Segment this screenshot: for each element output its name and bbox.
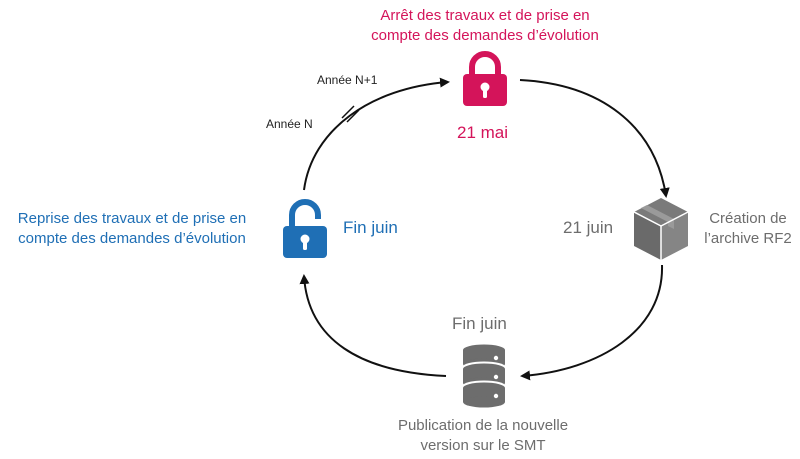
bottom-step-line2: version sur le SMT	[420, 437, 546, 454]
left-step-line2: compte des demandes d’évolution	[18, 230, 246, 247]
bottom-step-date: Fin juin	[452, 314, 507, 333]
package-box-icon	[633, 198, 689, 260]
right-step-description: Création de l’archive RF2	[698, 209, 798, 249]
year-label-next: Année N+1	[317, 73, 378, 87]
locked-padlock-icon	[463, 51, 507, 106]
arrow-right-to-bottom	[520, 264, 664, 381]
bottom-step-line1: Publication de la nouvelle	[397, 417, 569, 434]
arrow-top-to-right	[519, 79, 670, 198]
year-break-mark-2	[346, 109, 360, 123]
arrow-bottom-to-left	[299, 274, 447, 377]
database-icon	[463, 344, 505, 408]
bottom-step-description: Publication de la nouvelle version sur l…	[370, 416, 596, 456]
top-step-date: 21 mai	[457, 123, 509, 142]
top-step-description: Arrêt des travaux et de prise en compte …	[330, 6, 640, 46]
right-step-line2: l’archive RF2	[704, 230, 792, 247]
unlocked-padlock-icon	[283, 199, 327, 258]
year-break-mark-1	[341, 105, 355, 119]
year-label-current: Année N	[266, 117, 313, 131]
left-step-date: Fin juin	[343, 218, 398, 237]
top-step-line1: Arrêt des travaux et de prise en	[380, 7, 590, 24]
right-step-line1: Création de	[709, 210, 787, 227]
left-step-line1: Reprise des travaux et de prise en	[17, 210, 247, 227]
top-step-line2: compte des demandes d’évolution	[371, 27, 599, 44]
left-step-description: Reprise des travaux et de prise en compt…	[2, 209, 262, 249]
arrow-left-to-top	[303, 77, 450, 191]
right-step-date: 21 juin	[563, 218, 614, 237]
